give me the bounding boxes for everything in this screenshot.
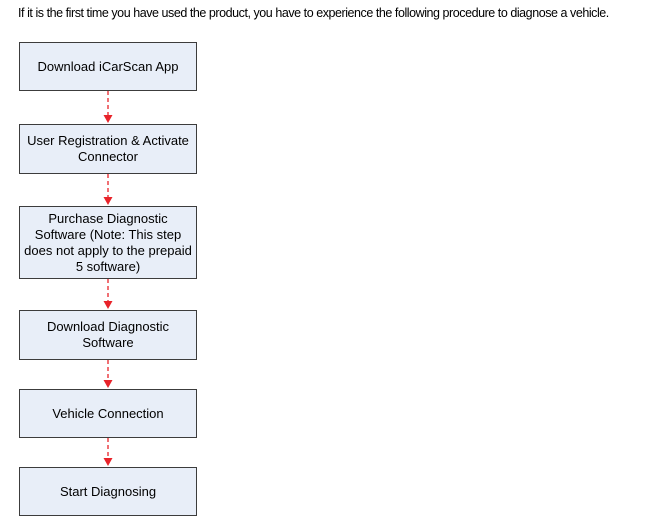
- step-start-diagnosing: Start Diagnosing: [19, 467, 197, 516]
- step-download-app: Download iCarScan App: [19, 42, 197, 91]
- arrow-connector: [103, 360, 113, 388]
- step-label: Vehicle Connection: [52, 405, 164, 421]
- arrow-connector: [103, 279, 113, 309]
- step-label: Download Diagnostic Software: [46, 319, 170, 350]
- step-purchase-software: Purchase Diagnostic Software (Note: This…: [19, 206, 197, 279]
- step-vehicle-connection: Vehicle Connection: [19, 389, 197, 438]
- step-label: Start Diagnosing: [59, 483, 157, 499]
- intro-text: If it is the first time you have used th…: [18, 6, 609, 20]
- arrow-connector: [103, 174, 113, 205]
- step-registration: User Registration & Activate Connector: [19, 124, 197, 174]
- step-label: Purchase Diagnostic Software (Note: This…: [24, 210, 192, 274]
- step-label: Download iCarScan App: [37, 58, 179, 74]
- step-download-software: Download Diagnostic Software: [19, 310, 197, 360]
- step-label: User Registration & Activate Connector: [27, 133, 189, 164]
- arrow-connector: [103, 438, 113, 466]
- arrow-connector: [103, 91, 113, 123]
